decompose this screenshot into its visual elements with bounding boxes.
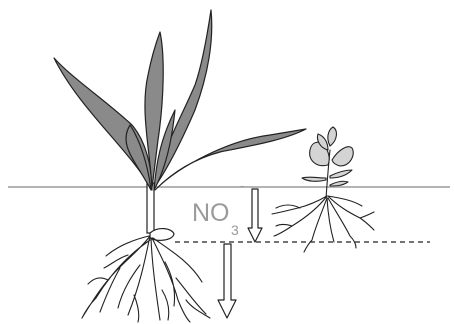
cereal-roots (82, 236, 210, 322)
cover-crop-leaf-top (328, 127, 337, 146)
cereal-stem (147, 183, 154, 233)
cover-crop-roots (272, 196, 374, 252)
cover-crop-leaf-lower-left (302, 177, 326, 181)
nitrate-label-superscript: - (240, 178, 244, 193)
cereal-plant-icon (54, 10, 306, 322)
nitrate-label-subscript: 3 (231, 222, 239, 238)
cereal-leaf-far-left (54, 58, 152, 190)
cover-crop-leaf-right (332, 147, 353, 166)
cover-crop-leaf-bottom-right (330, 181, 348, 186)
deep-leaching-arrow (218, 244, 236, 318)
short-leaching-arrow (248, 189, 262, 242)
nitrate-label-base: NO (192, 199, 230, 227)
cover-crop-plant-icon (272, 127, 374, 252)
cover-crop-leaf-lower-right (330, 170, 352, 178)
